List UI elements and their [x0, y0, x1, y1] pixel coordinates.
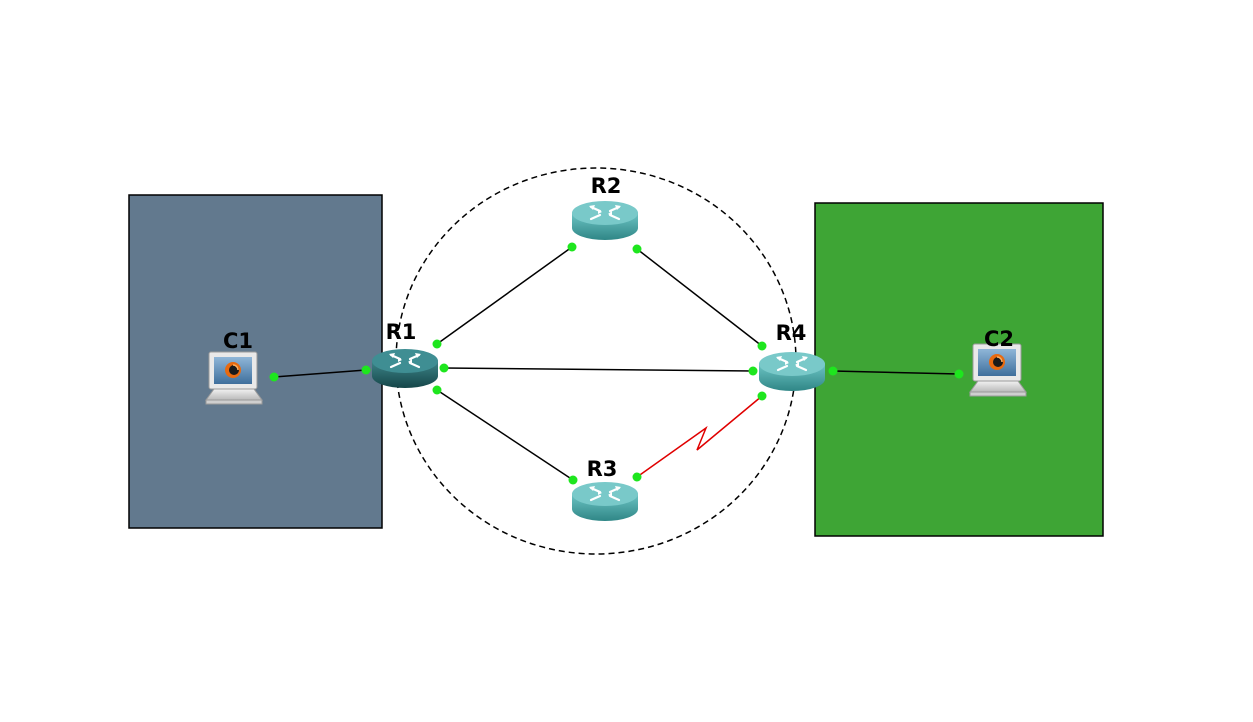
host-c2-label: C2	[984, 327, 1014, 351]
port-r1-r3[interactable]	[432, 385, 442, 395]
port-r4-r1[interactable]	[748, 366, 758, 376]
router-r4-label: R4	[776, 321, 807, 345]
port-r3-r1[interactable]	[568, 475, 578, 485]
port-r2-r1[interactable]	[567, 242, 577, 252]
router-icon	[372, 349, 438, 388]
router-r3[interactable]: R3	[572, 457, 638, 521]
qemu-laptop-icon	[969, 343, 1027, 397]
port-r4-r2[interactable]	[757, 341, 767, 351]
port-c2[interactable]	[954, 369, 964, 379]
link-r1-r3[interactable]	[436, 389, 574, 481]
router-r1-label: R1	[386, 320, 417, 344]
qemu-laptop-icon	[205, 351, 263, 405]
port-r2-r4[interactable]	[632, 244, 642, 254]
router-r2-label: R2	[591, 174, 622, 198]
router-r2[interactable]: R2	[572, 174, 638, 240]
port-r4-c2[interactable]	[828, 366, 838, 376]
port-r1-c1[interactable]	[361, 365, 371, 375]
router-r1[interactable]: R1	[372, 320, 438, 388]
port-c1[interactable]	[269, 372, 279, 382]
port-indicators	[269, 242, 964, 485]
port-r3-r4[interactable]	[632, 472, 642, 482]
host-c2[interactable]: C2	[969, 327, 1027, 397]
link-r3-r4-serial[interactable]	[636, 395, 763, 478]
router-icon	[759, 352, 825, 391]
link-r1-r2[interactable]	[436, 246, 573, 345]
router-icon	[572, 201, 638, 240]
router-r3-label: R3	[587, 457, 618, 481]
port-r1-r4[interactable]	[439, 363, 449, 373]
link-r2-r4[interactable]	[636, 248, 763, 347]
link-r4-c2[interactable]	[832, 370, 960, 375]
host-c1-label: C1	[223, 329, 253, 353]
port-r1-r2[interactable]	[432, 339, 442, 349]
port-r4-r3[interactable]	[757, 391, 767, 401]
router-icon	[572, 482, 638, 521]
link-r1-r4[interactable]	[443, 367, 754, 372]
link-c1-r1[interactable]	[273, 369, 367, 378]
links-layer	[273, 246, 960, 481]
host-c1[interactable]: C1	[205, 329, 263, 405]
router-r4[interactable]: R4	[759, 321, 825, 391]
